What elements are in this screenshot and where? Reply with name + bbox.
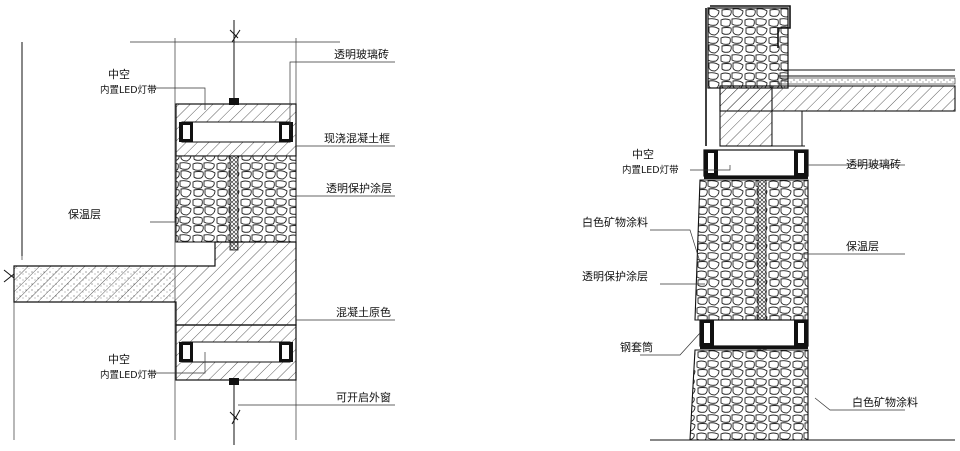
label-white-mineral-2: 白色矿物涂料 (852, 395, 918, 409)
label-led-bottom: 内置LED灯带 (100, 369, 157, 381)
label-clear-coating-right: 透明保护涂层 (582, 269, 648, 283)
right-detail (650, 5, 956, 441)
label-concrete-raw: 混凝土原色 (336, 305, 391, 319)
label-hollow-bottom: 中空 (108, 352, 130, 366)
label-hollow-right: 中空 (632, 147, 654, 161)
label-clear-coating-left: 透明保护涂层 (326, 181, 392, 195)
label-glass-brick-left: 透明玻璃砖 (334, 47, 389, 61)
label-white-mineral-1: 白色矿物涂料 (582, 215, 648, 229)
label-led-top: 内置LED灯带 (100, 84, 157, 96)
label-insulation-left: 保温层 (68, 207, 101, 221)
label-hollow-top: 中空 (108, 67, 130, 81)
label-window: 可开启外窗 (336, 390, 391, 404)
label-insulation-right: 保温层 (846, 239, 879, 253)
label-steel-sleeve: 钢套筒 (620, 340, 653, 354)
right-leaders (640, 164, 905, 411)
left-leaders (150, 61, 395, 406)
label-led-right: 内置LED灯带 (622, 164, 679, 176)
left-detail (3, 20, 340, 445)
label-glass-brick-right: 透明玻璃砖 (846, 157, 901, 171)
label-cast-frame: 现浇混凝土框 (324, 131, 390, 145)
